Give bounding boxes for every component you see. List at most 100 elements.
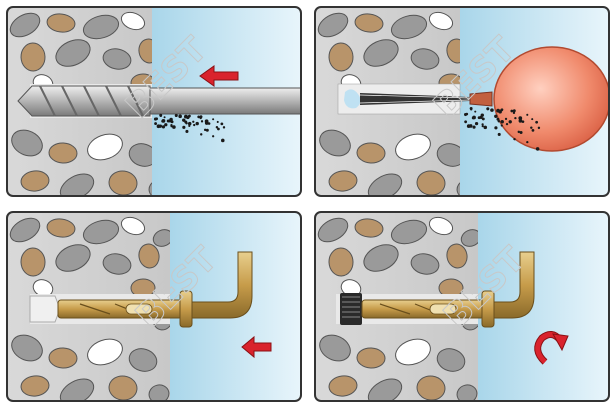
dust-particle [469, 125, 473, 128]
stone [363, 39, 399, 67]
dust-particle [490, 108, 494, 112]
stone [108, 170, 138, 196]
dust-particle [494, 126, 498, 130]
dust-particle [204, 121, 209, 125]
stone [328, 375, 358, 397]
dust-particle [159, 114, 162, 118]
dust-particle [514, 116, 517, 120]
anchor-hook [493, 251, 535, 319]
dust-particle [518, 116, 523, 120]
dust-particle [178, 114, 182, 119]
dust-particle [526, 140, 529, 144]
dust-particle [496, 117, 500, 121]
dust-particle [221, 138, 225, 143]
dust-particle [521, 120, 525, 123]
stone [120, 216, 146, 236]
dust-particle [154, 122, 157, 125]
dust-particle [161, 119, 165, 123]
push-arrow-icon [241, 335, 272, 359]
stone [20, 170, 50, 192]
dust-particle [471, 116, 475, 120]
dust-particle [519, 130, 523, 134]
stone [102, 253, 132, 275]
dust-particle [222, 126, 226, 129]
dust-particle [518, 118, 523, 123]
dust-particle [195, 121, 199, 126]
dust-particle [199, 116, 202, 120]
dust-particle [481, 117, 485, 121]
dust-particle [220, 122, 224, 126]
dust-particle [185, 129, 189, 133]
rotate-arrow-icon [534, 331, 569, 365]
anchor-sleeve [57, 299, 183, 319]
dust-particle [212, 135, 215, 138]
dust-particle [512, 109, 516, 113]
stone [356, 142, 386, 164]
stone [328, 42, 354, 72]
dust-particle [464, 120, 468, 124]
dust-particle [526, 113, 529, 116]
dust-particle [497, 132, 501, 136]
stone [356, 347, 386, 369]
dust-particle [494, 114, 498, 118]
drill-shank [139, 87, 301, 115]
dust-particle [193, 123, 196, 127]
dust-particle [212, 118, 215, 121]
stone [55, 244, 91, 272]
stone [428, 216, 454, 236]
stone [390, 14, 428, 40]
stone [11, 334, 43, 362]
stone [354, 218, 384, 238]
dust-particle [481, 125, 484, 128]
stone [456, 384, 478, 401]
stone [87, 133, 123, 161]
stone [428, 11, 454, 31]
stone [9, 217, 41, 243]
stone [87, 338, 123, 366]
panel-3-insert-anchor: BEST [7, 212, 301, 401]
stone [20, 375, 50, 397]
stone [82, 14, 120, 40]
stone [46, 13, 76, 33]
dust-particle [500, 120, 504, 124]
panel-3-border [6, 211, 302, 402]
dust-particle [505, 122, 509, 126]
dust-particle [535, 120, 539, 124]
dust-particle [481, 123, 484, 126]
dust-particle [159, 125, 162, 128]
stone [416, 375, 446, 401]
dust-particle [537, 126, 541, 130]
stone [390, 219, 428, 245]
stone [148, 384, 170, 401]
stone-pattern [9, 216, 174, 401]
dust-particle [535, 147, 540, 151]
dust-particle [474, 110, 477, 113]
stone [9, 12, 41, 38]
dust-particle [188, 124, 191, 128]
stone-pattern [317, 11, 482, 196]
stone [395, 338, 431, 366]
dust-particle [205, 128, 209, 132]
panel-4-tighten-anchor: BEST [315, 212, 609, 401]
dust-particle [474, 122, 479, 126]
drill-dust [153, 113, 226, 143]
panel-1-drill-hole: BEST [7, 7, 301, 196]
dust-particle [200, 120, 204, 123]
stone [354, 13, 384, 33]
stone [395, 133, 431, 161]
dust-particle [508, 120, 512, 124]
anchor-hook [191, 251, 253, 319]
stone [363, 244, 399, 272]
stone [102, 48, 132, 70]
dust-particle [170, 125, 173, 128]
dust-particle [463, 113, 468, 117]
stone [48, 142, 78, 164]
stone [410, 253, 440, 275]
stone [319, 334, 351, 362]
dust-particle [216, 120, 219, 123]
stone [328, 170, 358, 192]
dust-particle [517, 130, 521, 134]
dust-particle [182, 118, 186, 122]
dust-particle [153, 117, 158, 121]
dust-particle [513, 137, 516, 141]
